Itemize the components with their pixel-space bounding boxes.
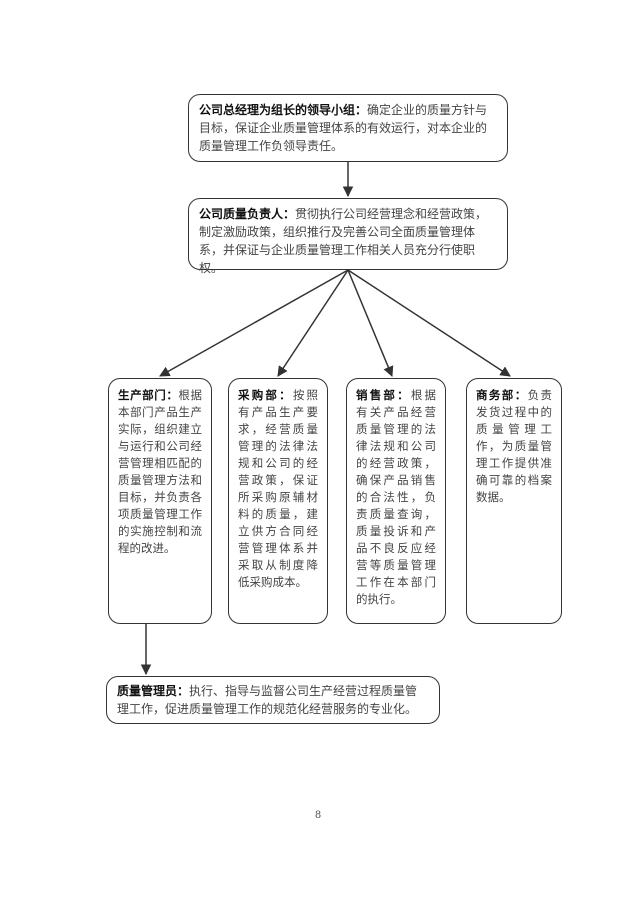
quality-head-body: 贯彻执行公司经营理念和经营政策，制定激励政策，组织推行及完善公司全面质量管理体系… bbox=[199, 207, 488, 275]
department-title: 生产部门： bbox=[118, 388, 179, 402]
department-body: 根据有关产品经营质量管理的法律法规和公司的经营政策，确保产品销售的合法性，负责质… bbox=[356, 388, 437, 606]
department-body: 根据本部门产品生产实际，组织建立与运行和公司经营管理相匹配的质量管理方法和目标，… bbox=[118, 388, 203, 555]
department-body: 按照有产品生产要求，经营质量管理的法律法规和公司的经营政策，保证所采购原辅材料的… bbox=[238, 388, 319, 589]
leadership-title: 公司总经理为组长的领导小组： bbox=[199, 103, 368, 117]
quality-manager-title: 质量管理员： bbox=[117, 684, 190, 698]
quality-head-title: 公司质量负责人： bbox=[199, 207, 296, 221]
department-box-sales: 销售部：根据有关产品经营质量管理的法律法规和公司的经营政策，确保产品销售的合法性… bbox=[346, 378, 446, 624]
arrow-to-commerce bbox=[347, 269, 511, 377]
quality-head-box: 公司质量负责人：贯彻执行公司经营理念和经营政策，制定激励政策，组织推行及完善公司… bbox=[188, 198, 508, 275]
department-body: 负责发货过程中的质量管理工作，为质量管理工作提供准确可靠的档案数据。 bbox=[476, 388, 553, 504]
department-box-production: 生产部门：根据本部门产品生产实际，组织建立与运行和公司经营管理相匹配的质量管理方… bbox=[108, 378, 212, 624]
arrow-to-production bbox=[159, 269, 349, 377]
department-box-procurement: 采购部：按照有产品生产要求，经营质量管理的法律法规和公司的经营政策，保证所采购原… bbox=[228, 378, 328, 624]
department-title: 销售部： bbox=[356, 388, 411, 402]
department-box-commerce: 商务部：负责发货过程中的质量管理工作，为质量管理工作提供准确可靠的档案数据。 bbox=[466, 378, 562, 624]
leadership-body: 确定企业的质量方针与目标，保证企业质量管理体系的有效运行，对本企业的质量管理工作… bbox=[199, 103, 488, 153]
arrow-to-procurement bbox=[277, 269, 349, 377]
quality-manager-body: 执行、指导与监督公司生产经营过程质量管理工作，促进质量管理工作的规范化经营服务的… bbox=[117, 684, 418, 716]
page-number: 8 bbox=[314, 810, 322, 821]
arrow-to-sales bbox=[347, 269, 394, 377]
department-title: 采购部： bbox=[238, 388, 293, 402]
quality-manager-box: 质量管理员：执行、指导与监督公司生产经营过程质量管理工作，促进质量管理工作的规范… bbox=[106, 676, 440, 724]
leadership-box: 公司总经理为组长的领导小组：确定企业的质量方针与目标，保证企业质量管理体系的有效… bbox=[188, 94, 508, 162]
department-title: 商务部： bbox=[476, 388, 528, 402]
